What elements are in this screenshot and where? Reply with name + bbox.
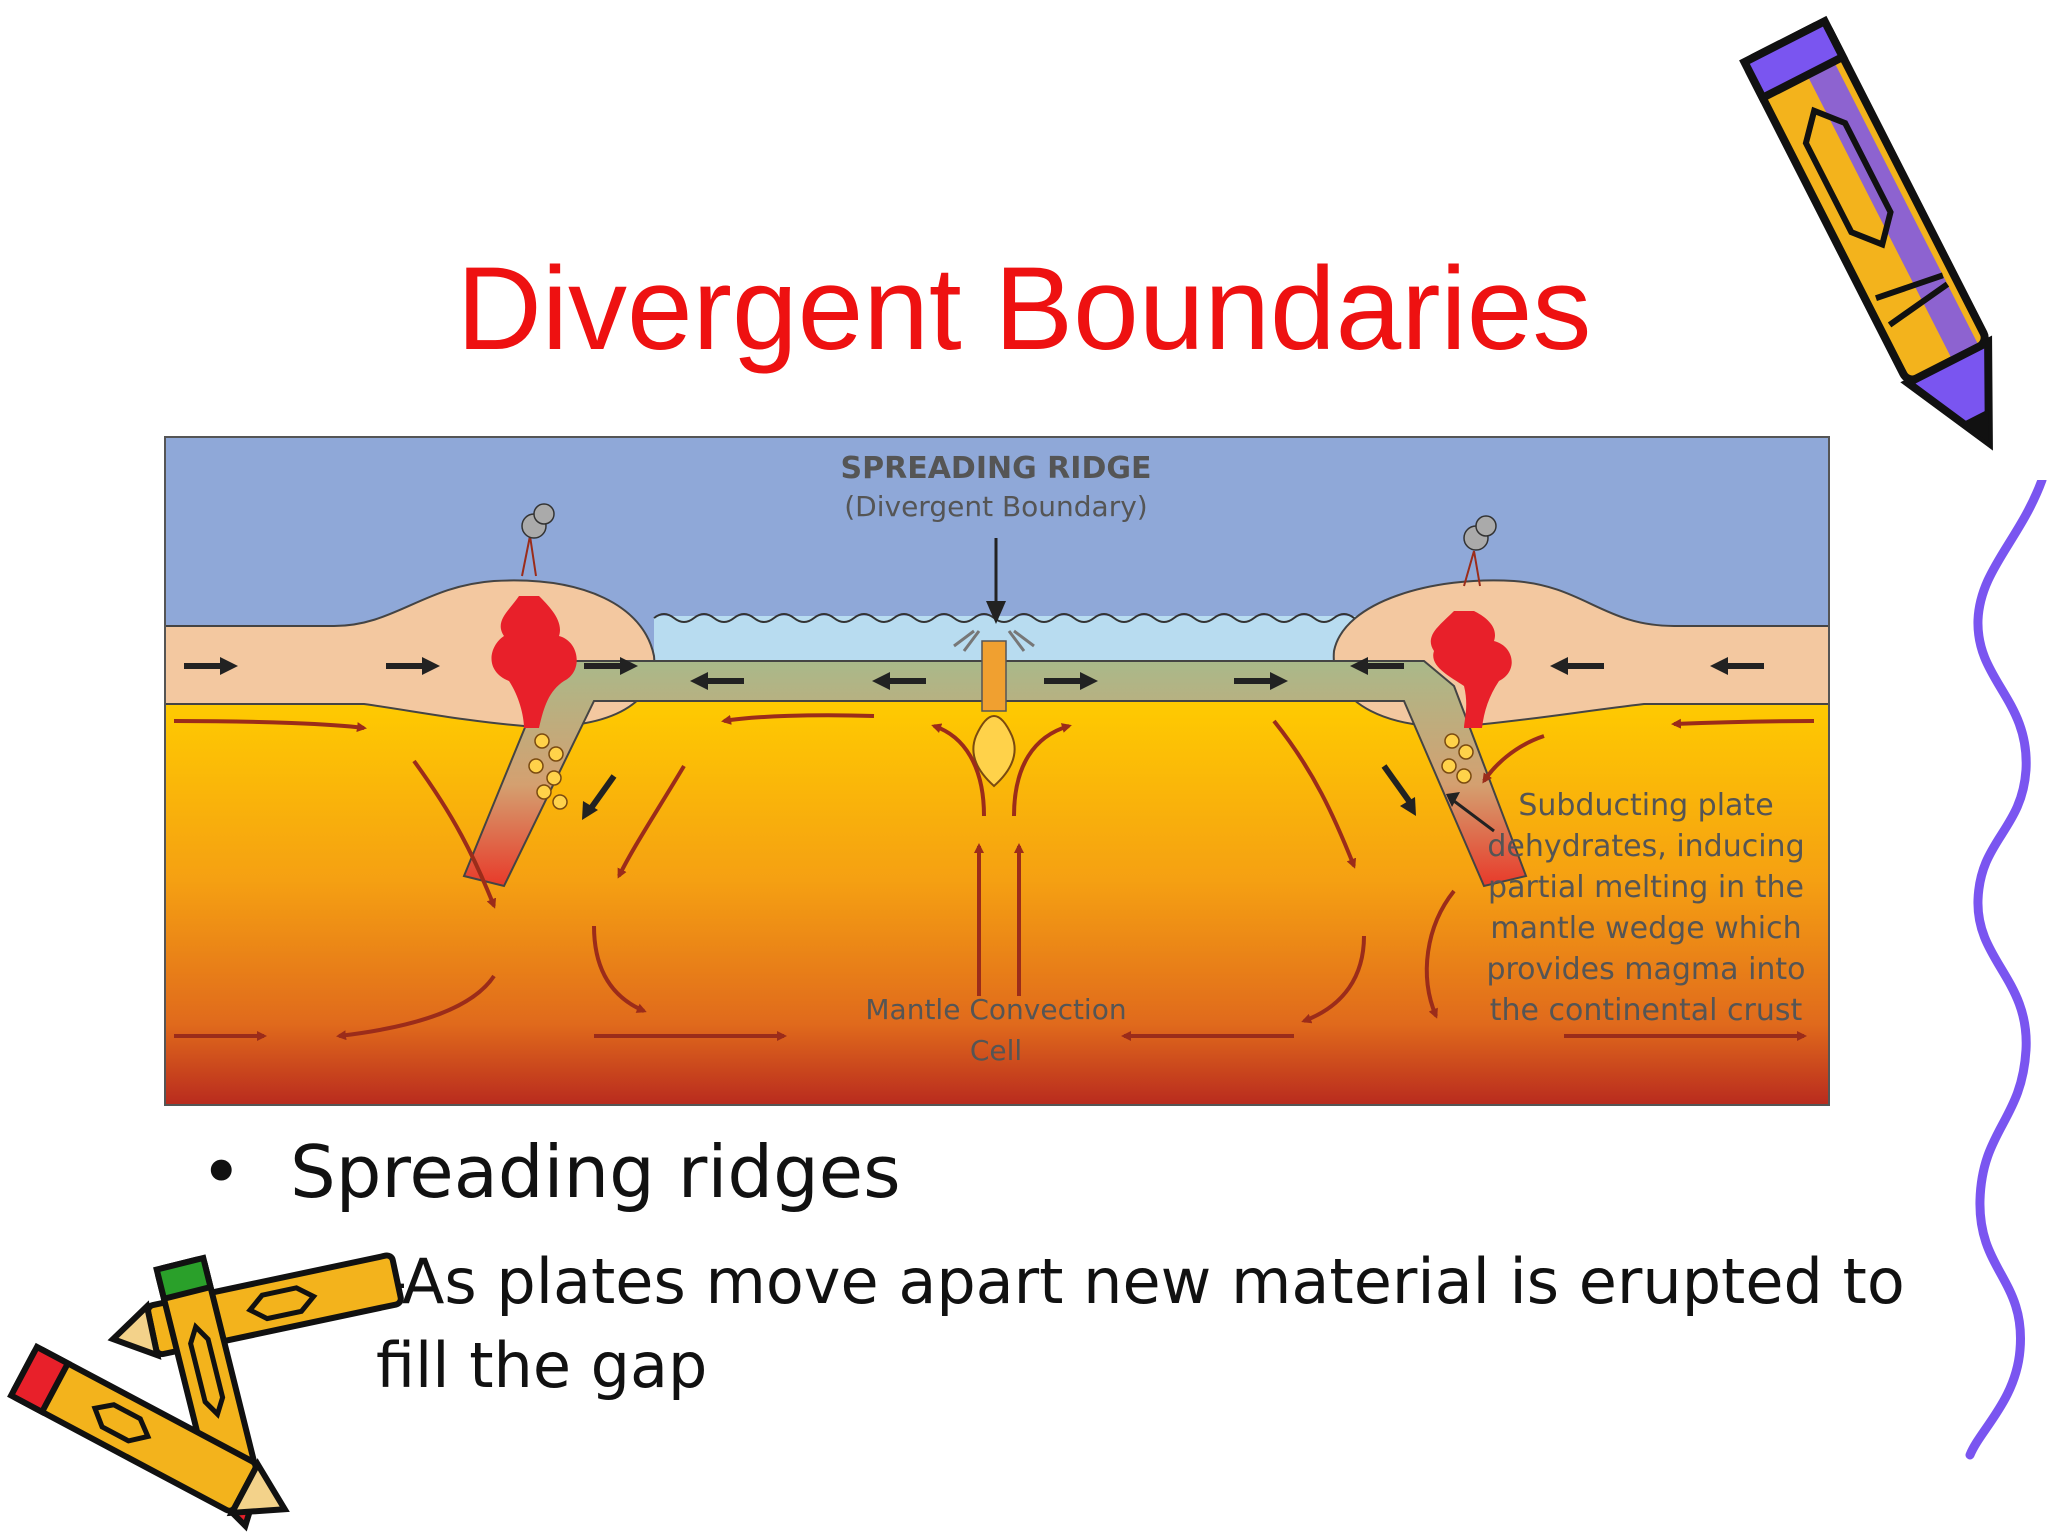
convection-arrow bbox=[1012, 723, 1072, 817]
sub-bullet-text: As plates move apart new material is eru… bbox=[376, 1245, 1905, 1402]
plate-arrow bbox=[1044, 672, 1098, 690]
ridge-magma-body bbox=[972, 715, 1016, 788]
label-subducting-line: mantle wedge which bbox=[1490, 911, 1801, 946]
convection-arrow bbox=[1424, 889, 1456, 1019]
melt-droplets-left bbox=[528, 733, 568, 810]
convection-arrow bbox=[1301, 935, 1366, 1024]
convection-arrow bbox=[931, 723, 986, 817]
convection-arrow bbox=[173, 719, 367, 733]
label-mantle-convection: Mantle Convection bbox=[865, 993, 1126, 1026]
plate-arrow bbox=[1710, 657, 1764, 675]
convection-arrow bbox=[412, 759, 497, 909]
ash-cloud-right-2 bbox=[1475, 515, 1497, 537]
convection-arrow bbox=[721, 713, 875, 725]
label-mantle-cell: Cell bbox=[970, 1034, 1022, 1067]
subducting-pointer bbox=[1453, 799, 1495, 833]
diagram-svg: SPREADING RIDGE (Divergent Boundary) Man… bbox=[164, 436, 1830, 1106]
bullet-item-level1: • Spreading ridges bbox=[200, 1130, 901, 1214]
plate-arrow bbox=[1550, 657, 1604, 675]
plate-arrow bbox=[584, 657, 638, 675]
bullet-text: Spreading ridges bbox=[290, 1130, 901, 1214]
label-subducting-line: partial melting in the bbox=[1488, 870, 1804, 905]
plate-arrow bbox=[872, 672, 926, 690]
label-subducting-line: the continental crust bbox=[1490, 993, 1803, 1028]
divergent-boundary-diagram: SPREADING RIDGE (Divergent Boundary) Man… bbox=[164, 436, 1830, 1106]
oceanic-plate-left bbox=[462, 660, 985, 888]
convection-arrow bbox=[1272, 719, 1357, 869]
convection-arrow bbox=[592, 925, 647, 1013]
label-divergent-boundary: (Divergent Boundary) bbox=[844, 490, 1147, 523]
plate-arrow bbox=[184, 657, 238, 675]
magma-chamber-right bbox=[1430, 611, 1512, 728]
label-spreading-ridge: SPREADING RIDGE bbox=[841, 451, 1152, 486]
melt-droplets-right bbox=[1441, 733, 1474, 784]
convection-arrow bbox=[336, 974, 496, 1041]
label-subducting-block: Subducting plate dehydrates, inducing pa… bbox=[1486, 788, 1805, 1028]
label-subducting-line: provides magma into bbox=[1486, 952, 1805, 987]
squiggle-line bbox=[1965, 480, 2047, 1460]
pencil-icon bbox=[1739, 15, 1993, 451]
bullet-marker: • bbox=[200, 1130, 243, 1214]
convection-arrow bbox=[617, 764, 686, 879]
plate-motion-arrows bbox=[184, 657, 1764, 820]
convection-arrow bbox=[1671, 718, 1815, 729]
plate-arrow bbox=[386, 657, 440, 675]
convection-arrow bbox=[1482, 734, 1545, 784]
plate-arrow bbox=[1350, 657, 1404, 675]
boundary-pointer-head bbox=[986, 601, 1006, 624]
magma-chamber-left bbox=[491, 596, 577, 728]
plate-arrow bbox=[582, 774, 617, 820]
slide-title: Divergent Boundaries bbox=[456, 243, 1592, 375]
ridge-magma-conduit bbox=[981, 640, 1007, 712]
plate-arrow bbox=[1234, 672, 1288, 690]
volcano-vent-left bbox=[521, 535, 537, 577]
subducting-pointer-head bbox=[1446, 792, 1460, 807]
volcano-vent-right bbox=[1463, 550, 1481, 587]
diagram-border bbox=[164, 436, 1830, 1106]
pencil-icon bbox=[7, 1252, 404, 1532]
label-subducting-line: dehydrates, inducing bbox=[1487, 829, 1804, 864]
plate-arrow bbox=[690, 672, 744, 690]
bullet-item-level2: –As plates move apart new material is er… bbox=[376, 1240, 1936, 1408]
ash-cloud-left-2 bbox=[533, 503, 555, 525]
label-subducting-line: Subducting plate bbox=[1518, 788, 1773, 823]
ridge-vents bbox=[953, 629, 1035, 652]
convection-arrows bbox=[173, 713, 1815, 1041]
plate-arrow bbox=[1381, 764, 1416, 816]
